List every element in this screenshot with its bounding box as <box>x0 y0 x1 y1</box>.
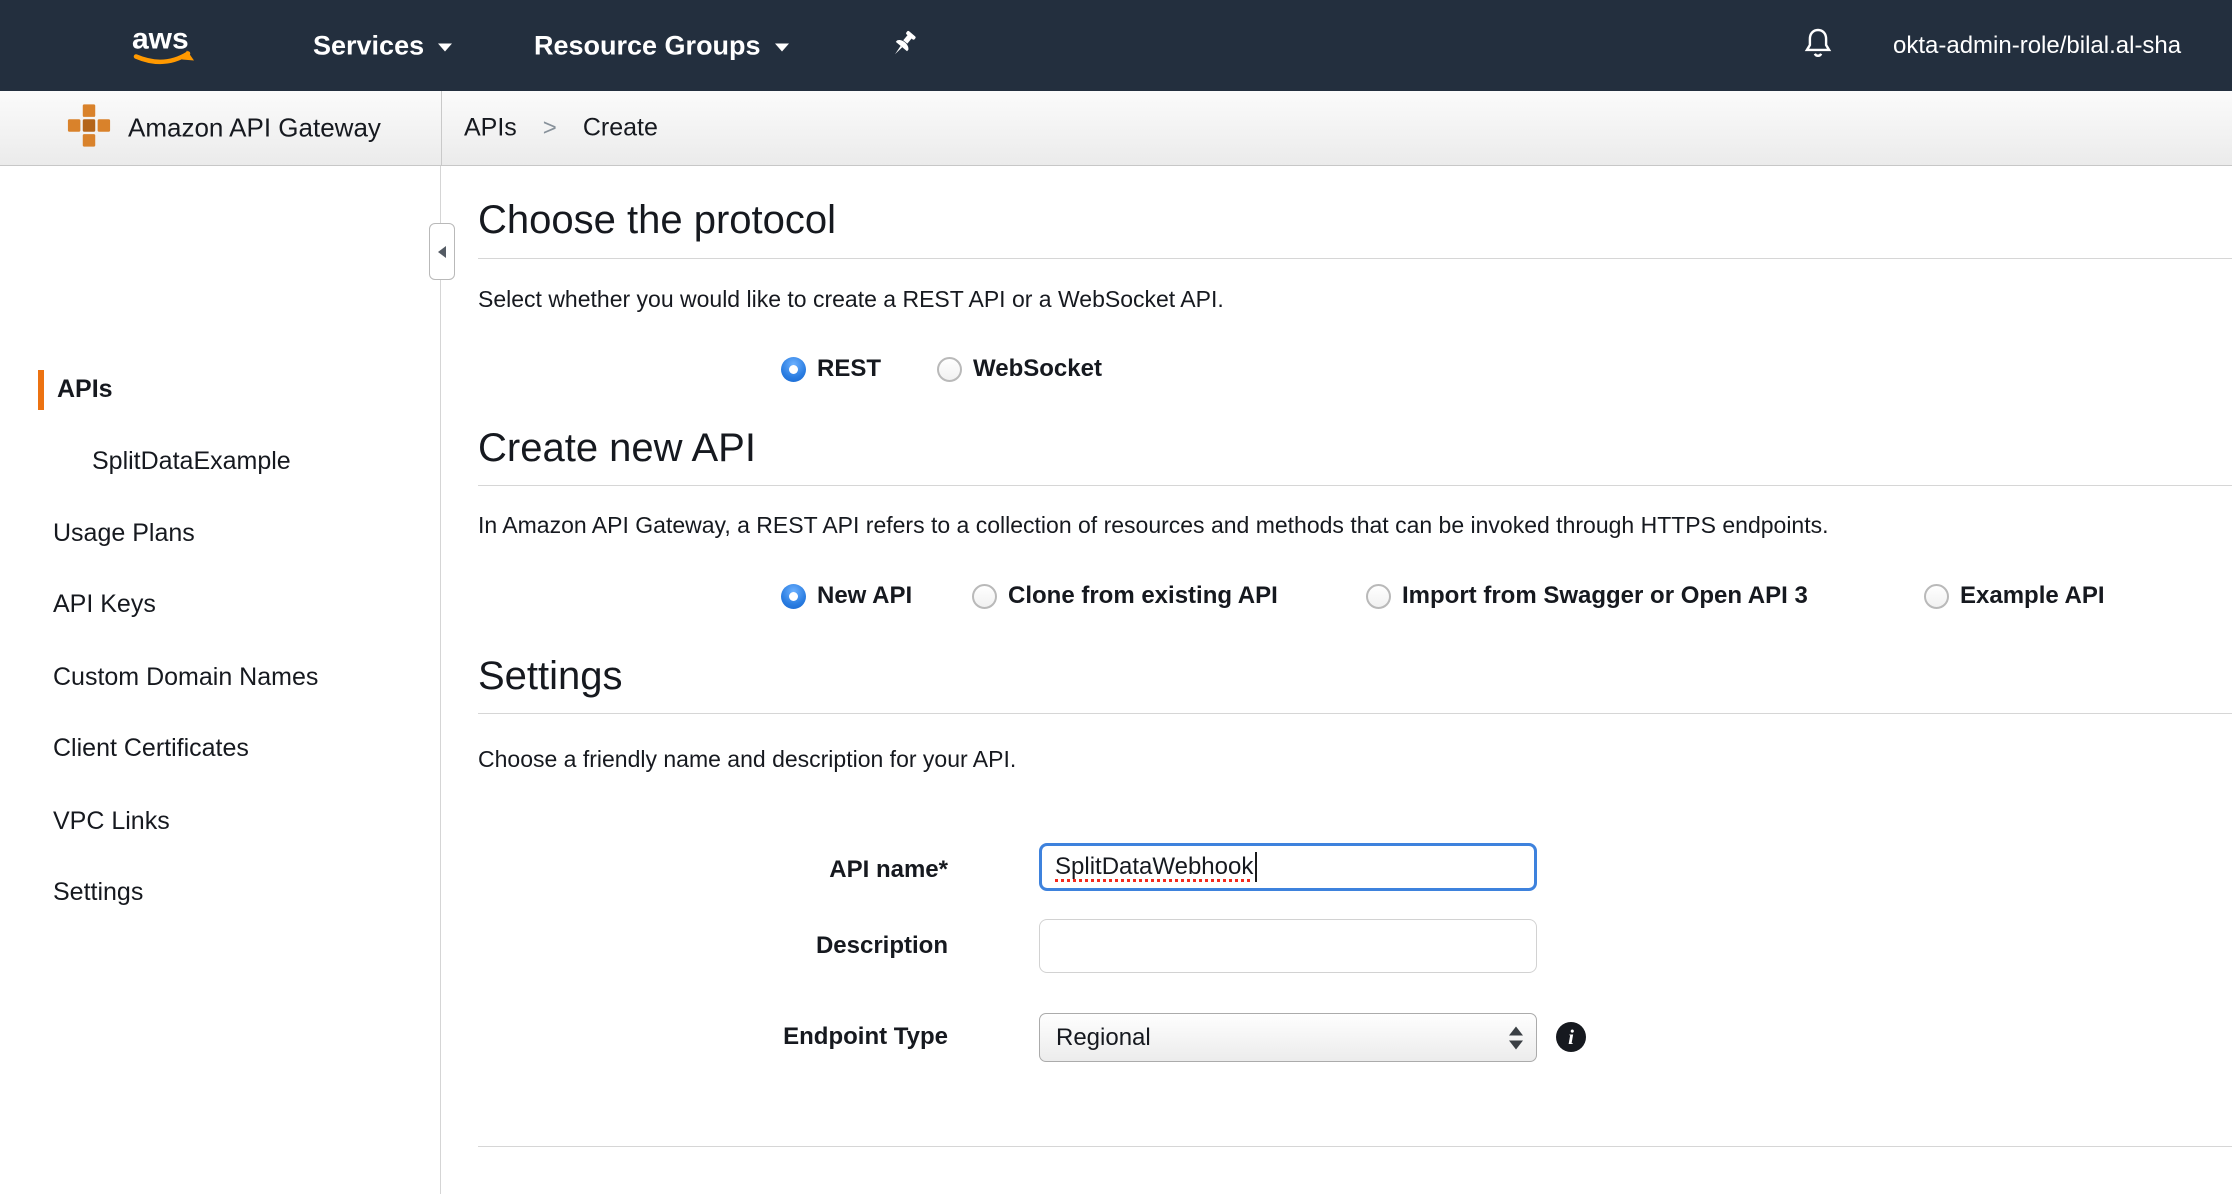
top-navigation-bar: aws Services Resource Groups okta-admin- <box>0 0 2232 91</box>
create-option-clone-label: Clone from existing API <box>1008 582 1278 609</box>
endpoint-type-select[interactable]: Regional <box>1039 1013 1537 1062</box>
protocol-option-websocket-label: WebSocket <box>973 355 1102 382</box>
services-menu-label: Services <box>313 30 425 60</box>
sidebar-item-splitdataexample[interactable]: SplitDataExample <box>92 447 291 475</box>
protocol-option-rest-label: REST <box>817 355 882 382</box>
create-section-title: Create new API <box>478 426 756 470</box>
sidebar-collapse-button[interactable] <box>429 223 455 280</box>
account-label: okta-admin-role/bilal.al-sha <box>1893 31 2182 59</box>
create-option-clone[interactable]: Clone from existing API <box>972 581 1278 611</box>
endpoint-type-label: Endpoint Type <box>783 1023 948 1050</box>
bell-icon <box>1804 28 1832 57</box>
section-divider <box>478 485 2232 486</box>
create-option-import[interactable]: Import from Swagger or Open API 3 <box>1366 581 1808 611</box>
sidebar: APIs SplitDataExample Usage Plans API Ke… <box>0 166 441 1194</box>
description-label: Description <box>815 932 948 959</box>
sidebar-item-settings[interactable]: Settings <box>53 878 144 906</box>
radio-unselected-icon <box>1924 583 1949 609</box>
section-divider <box>478 713 2232 714</box>
svg-text:aws: aws <box>132 22 189 55</box>
breadcrumb-create: Create <box>582 113 658 142</box>
radio-selected-icon <box>781 356 806 382</box>
chevron-left-icon <box>438 245 446 258</box>
resource-groups-menu-label: Resource Groups <box>534 30 761 60</box>
radio-unselected-icon <box>1366 583 1391 609</box>
sidebar-item-vpc-links[interactable]: VPC Links <box>53 807 170 835</box>
radio-unselected-icon <box>972 583 997 609</box>
api-gateway-icon <box>66 103 112 154</box>
protocol-option-rest[interactable]: REST <box>781 354 881 384</box>
account-menu[interactable]: okta-admin-role/bilal.al-sha <box>1893 32 2181 60</box>
create-option-example[interactable]: Example API <box>1924 581 2105 611</box>
breadcrumb: APIs > Create <box>464 114 658 143</box>
service-title[interactable]: Amazon API Gateway <box>128 112 381 143</box>
select-stepper-icon <box>1509 1026 1523 1049</box>
protocol-section-description: Select whether you would like to create … <box>478 286 1224 312</box>
create-option-import-label: Import from Swagger or Open API 3 <box>1402 582 1808 609</box>
pushpin-icon <box>895 30 916 54</box>
section-divider <box>478 258 2232 259</box>
protocol-option-websocket[interactable]: WebSocket <box>937 354 1102 384</box>
endpoint-type-value: Regional <box>1056 1023 1151 1051</box>
aws-logo-icon: aws <box>132 22 194 64</box>
pinned-shortcuts-button[interactable] <box>888 27 920 64</box>
create-option-new-api-label: New API <box>817 582 913 609</box>
sidebar-item-api-keys[interactable]: API Keys <box>53 590 156 618</box>
text-cursor <box>1255 852 1258 882</box>
info-icon[interactable] <box>1556 1022 1586 1052</box>
active-item-marker <box>38 370 44 410</box>
settings-section-title: Settings <box>478 654 623 698</box>
create-option-example-label: Example API <box>1960 582 2105 609</box>
radio-unselected-icon <box>937 356 962 382</box>
api-name-label: API name* <box>829 856 948 883</box>
settings-section-description: Choose a friendly name and description f… <box>478 746 1017 772</box>
sidebar-item-usage-plans[interactable]: Usage Plans <box>53 519 195 547</box>
chevron-down-icon <box>438 43 453 52</box>
description-input[interactable] <box>1039 919 1537 973</box>
resource-groups-menu[interactable]: Resource Groups <box>534 30 789 61</box>
bottom-divider <box>478 1146 2232 1147</box>
breadcrumb-separator: > <box>542 114 557 141</box>
create-option-new-api[interactable]: New API <box>781 581 912 611</box>
services-menu[interactable]: Services <box>313 30 453 61</box>
header-divider <box>441 91 442 165</box>
api-name-value: SplitDataWebhook <box>1055 853 1254 880</box>
service-header-bar: Amazon API Gateway APIs > Create <box>0 91 2232 166</box>
breadcrumb-apis[interactable]: APIs <box>464 113 517 142</box>
sidebar-item-apis[interactable]: APIs <box>57 375 113 403</box>
sidebar-item-client-certificates[interactable]: Client Certificates <box>53 734 249 762</box>
api-name-input[interactable]: SplitDataWebhook <box>1039 843 1537 891</box>
aws-logo[interactable]: aws <box>124 18 204 73</box>
chevron-down-icon <box>774 43 789 52</box>
notifications-button[interactable] <box>1800 25 1836 66</box>
create-section-description: In Amazon API Gateway, a REST API refers… <box>478 512 1829 538</box>
sidebar-item-custom-domain-names[interactable]: Custom Domain Names <box>53 663 319 691</box>
protocol-section-title: Choose the protocol <box>478 198 837 242</box>
radio-selected-icon <box>781 583 806 609</box>
